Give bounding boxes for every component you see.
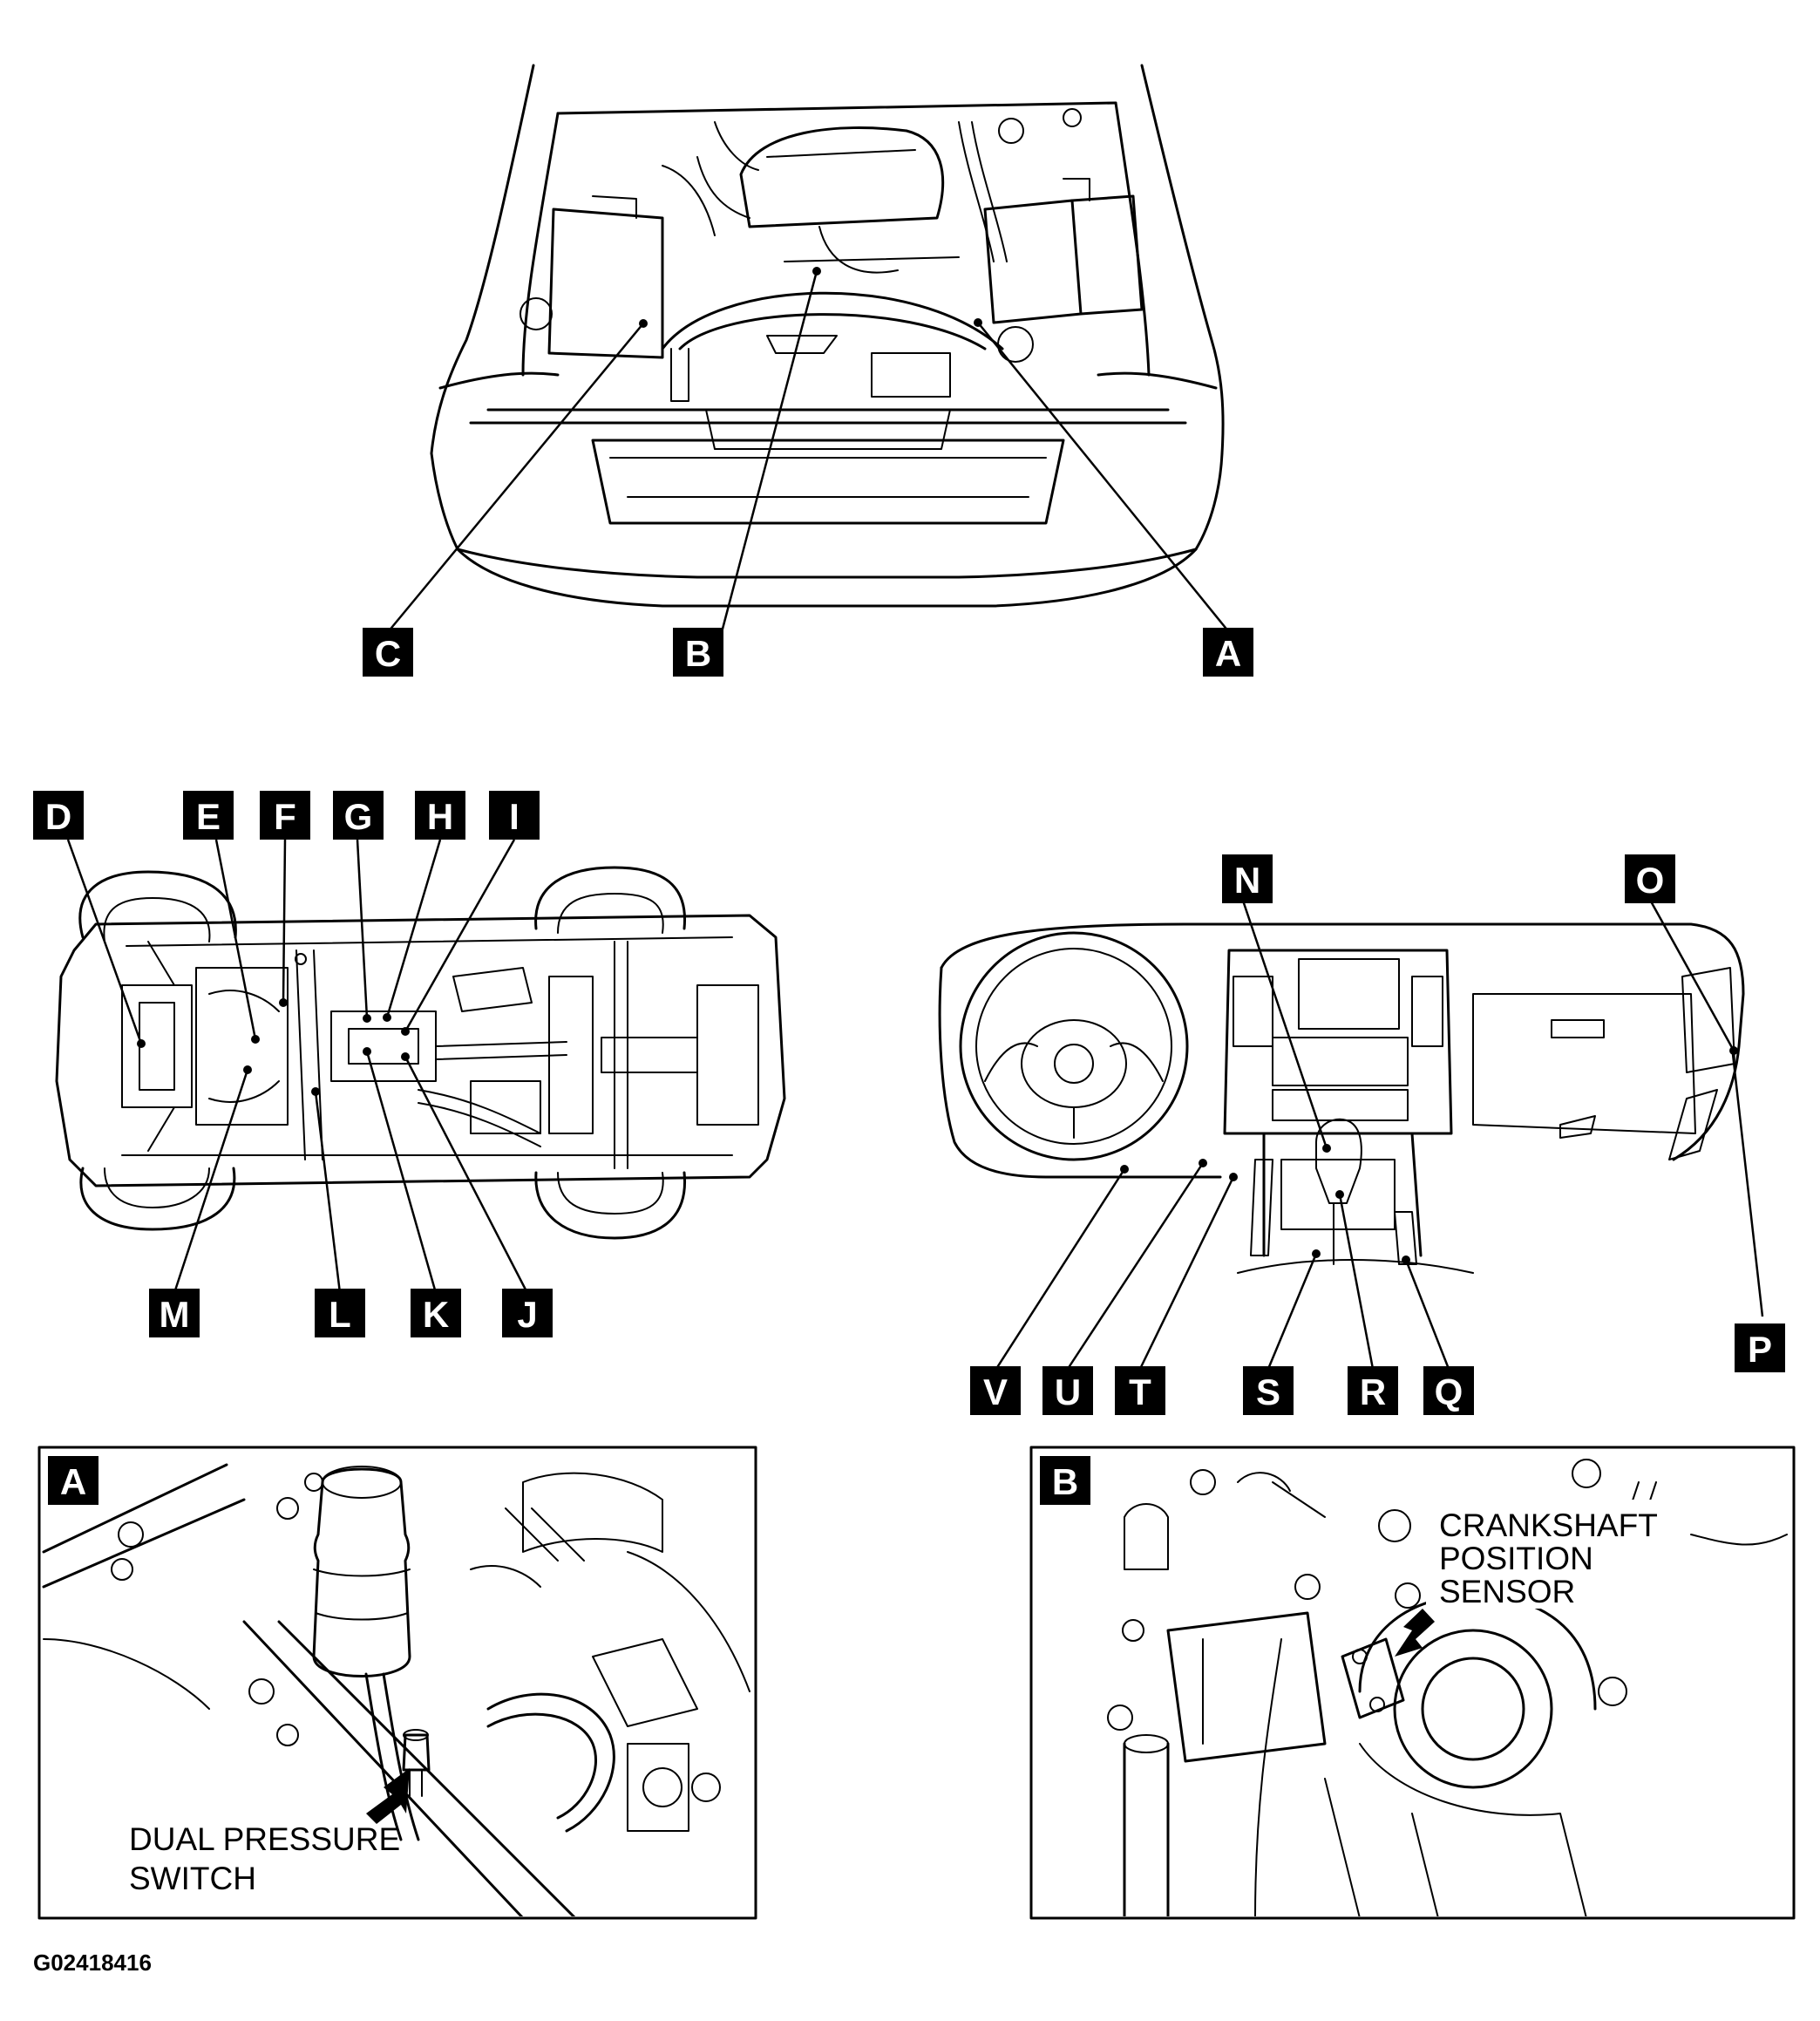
engine-compartment-view bbox=[430, 64, 1225, 608]
svg-text:V: V bbox=[983, 1371, 1008, 1412]
svg-text:C: C bbox=[375, 633, 401, 674]
callout-tag-e: E bbox=[183, 791, 234, 840]
engine-callout-leaders bbox=[387, 267, 1230, 633]
callout-tag-q: Q bbox=[1423, 1366, 1474, 1415]
underbody-view bbox=[55, 866, 786, 1240]
svg-text:J: J bbox=[517, 1294, 537, 1335]
detail-a-panel: A DUAL PRESSURE SWITCH bbox=[37, 1446, 757, 1920]
svg-text:S: S bbox=[1256, 1371, 1280, 1412]
svg-text:K: K bbox=[423, 1294, 449, 1335]
detail-b-tag: B bbox=[1040, 1456, 1090, 1505]
callout-tag-t: T bbox=[1115, 1366, 1165, 1415]
callout-tag-n: N bbox=[1222, 854, 1273, 903]
svg-text:R: R bbox=[1360, 1371, 1386, 1412]
detail-a-caption-line2: SWITCH bbox=[129, 1861, 256, 1896]
svg-text:B: B bbox=[685, 633, 711, 674]
callout-tag-s: S bbox=[1243, 1366, 1294, 1415]
svg-text:A: A bbox=[1215, 633, 1241, 674]
svg-text:E: E bbox=[196, 796, 221, 837]
callout-tag-k: K bbox=[411, 1289, 461, 1337]
svg-text:F: F bbox=[274, 796, 296, 837]
callout-tag-h: H bbox=[415, 791, 465, 840]
callout-tag-j: J bbox=[502, 1289, 553, 1337]
svg-text:I: I bbox=[509, 796, 520, 837]
callout-tag-g: G bbox=[333, 791, 384, 840]
callout-tag-p: P bbox=[1735, 1324, 1785, 1372]
svg-text:T: T bbox=[1129, 1371, 1151, 1412]
callout-tag-v: V bbox=[970, 1366, 1021, 1415]
callout-tag-r: R bbox=[1348, 1366, 1398, 1415]
callout-tag-i: I bbox=[489, 791, 540, 840]
svg-text:M: M bbox=[160, 1294, 190, 1335]
svg-text:G: G bbox=[344, 796, 373, 837]
callout-tag-m: M bbox=[149, 1289, 200, 1337]
svg-text:Q: Q bbox=[1435, 1371, 1463, 1412]
svg-text:D: D bbox=[45, 796, 71, 837]
callout-tag-l: L bbox=[315, 1289, 365, 1337]
svg-text:P: P bbox=[1748, 1329, 1772, 1370]
callout-tag-b: B bbox=[673, 628, 723, 677]
svg-text:O: O bbox=[1636, 860, 1665, 901]
callout-tag-d: D bbox=[33, 791, 84, 840]
svg-text:U: U bbox=[1055, 1371, 1081, 1412]
svg-text:B: B bbox=[1052, 1461, 1078, 1502]
dashboard-view bbox=[938, 922, 1745, 1274]
figure-code: G02418416 bbox=[33, 1950, 152, 1976]
svg-text:H: H bbox=[427, 796, 453, 837]
callout-tag-f: F bbox=[260, 791, 310, 840]
detail-b-caption-line2: POSITION bbox=[1439, 1541, 1593, 1576]
underbody-callout-leaders bbox=[66, 839, 529, 1294]
svg-text:L: L bbox=[329, 1294, 351, 1335]
svg-text:N: N bbox=[1234, 860, 1260, 901]
callout-tag-u: U bbox=[1042, 1366, 1093, 1415]
callout-tag-a: A bbox=[1203, 628, 1253, 677]
dashboard-callout-leaders bbox=[995, 897, 1764, 1370]
detail-b-panel: B CRANKSHAFT POSITION SENSOR bbox=[1029, 1446, 1796, 1920]
callout-tag-c: C bbox=[363, 628, 413, 677]
detail-b-caption-line3: SENSOR bbox=[1439, 1574, 1575, 1609]
detail-a-caption-line1: DUAL PRESSURE bbox=[129, 1821, 400, 1857]
callout-tag-o: O bbox=[1625, 854, 1675, 903]
svg-text:A: A bbox=[60, 1461, 86, 1502]
detail-b-caption-line1: CRANKSHAFT bbox=[1439, 1507, 1658, 1543]
detail-a-tag: A bbox=[48, 1456, 98, 1505]
